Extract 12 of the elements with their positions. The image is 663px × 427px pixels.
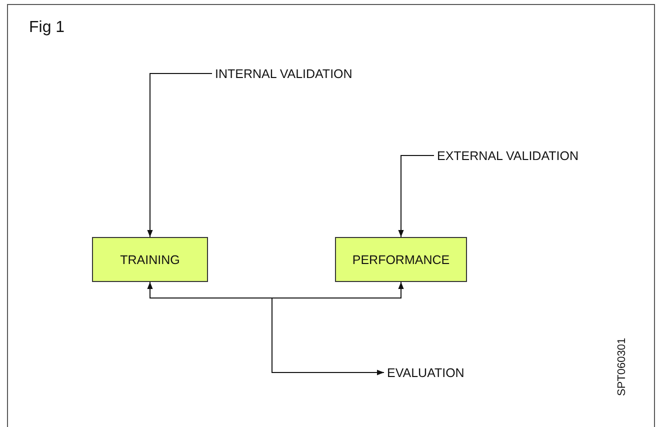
arrow: [272, 282, 404, 298]
arrow: [147, 282, 272, 298]
process-box: TRAINING: [92, 237, 208, 282]
figure-title: Fig 1: [29, 19, 65, 37]
arrow: [272, 298, 384, 376]
node-label: INTERNAL VALIDATION: [215, 65, 390, 82]
node-label: EXTERNAL VALIDATION: [437, 147, 642, 164]
node-label: EVALUATION: [387, 364, 502, 381]
process-box: PERFORMANCE: [335, 237, 467, 282]
arrow: [398, 155, 434, 238]
figure-code: SPT060301: [616, 336, 629, 396]
arrow: [147, 73, 212, 238]
